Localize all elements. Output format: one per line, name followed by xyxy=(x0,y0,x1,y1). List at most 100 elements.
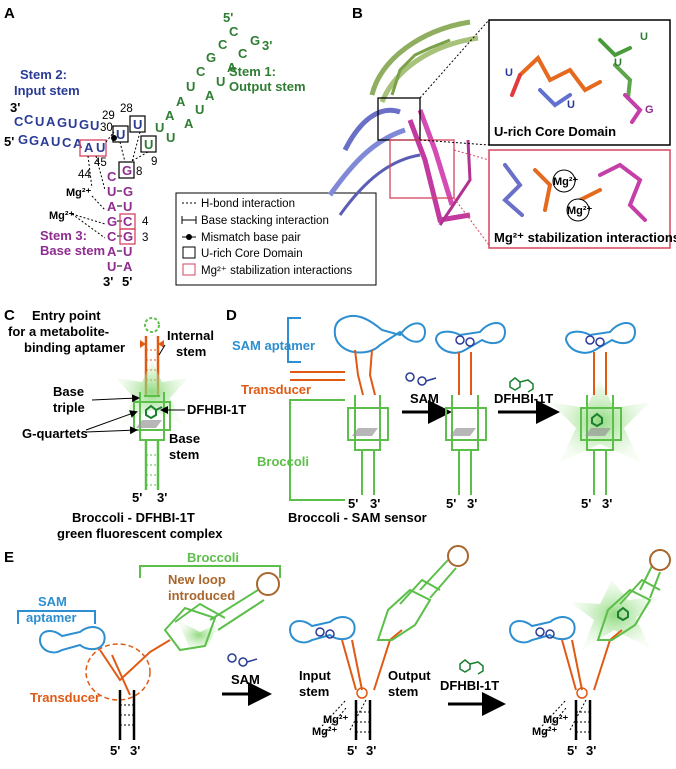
svg-text:G: G xyxy=(122,163,132,178)
stem2-3prime: 3' xyxy=(10,100,20,115)
mg-label-1: Mg²⁺ xyxy=(66,187,92,199)
num-30: 30 xyxy=(100,122,113,134)
mg-label-2: Mg²⁺ xyxy=(49,210,75,222)
zoom-line-2 xyxy=(419,139,490,146)
sensor-state-3: 5' 3' xyxy=(550,322,650,511)
svg-text:5': 5' xyxy=(581,496,591,511)
d-sam-aptamer-label: SAM aptamer xyxy=(232,338,315,353)
d-dfhbi-label: DFHBI-1T xyxy=(494,391,553,406)
svg-text:G: G xyxy=(123,229,133,244)
svg-text:5': 5' xyxy=(446,496,456,511)
svg-text:C: C xyxy=(14,114,24,129)
base-triple-pointer xyxy=(91,394,140,403)
stem1-3prime: 3' xyxy=(262,38,272,53)
c-3prime: 3' xyxy=(157,490,167,505)
sensor-state-2: 5'3' xyxy=(434,322,507,511)
d-sam-label: SAM xyxy=(410,391,439,406)
base-stem-line1: Base xyxy=(169,431,200,446)
e-transducer-label: Transducer xyxy=(30,690,100,705)
svg-text:A: A xyxy=(165,108,175,123)
e-mg-3: Mg²⁺ xyxy=(543,714,569,726)
num-44: 44 xyxy=(78,169,91,181)
c-caption-line2: green fluorescent complex xyxy=(57,526,223,541)
e-output-stem-line2: stem xyxy=(388,684,418,699)
svg-text:U: U xyxy=(35,114,44,129)
entry-point-line2: for a metabolite- xyxy=(8,324,109,339)
svg-text:G: G xyxy=(206,50,216,65)
panel-label-b: B xyxy=(352,5,363,22)
broccoli-core-c xyxy=(133,392,171,441)
e-new-loop-line2: introduced xyxy=(168,588,235,603)
stem1-5prime: 5' xyxy=(223,10,233,25)
num-45: 45 xyxy=(94,157,107,169)
svg-text:U: U xyxy=(123,244,132,259)
svg-text:U: U xyxy=(107,259,116,274)
svg-text:G: G xyxy=(57,115,67,130)
svg-text:C: C xyxy=(218,37,228,52)
entry-loop xyxy=(144,317,160,333)
svg-text:A: A xyxy=(46,114,56,129)
core-box-u9 xyxy=(140,135,157,153)
stem3-subtitle: Base stem xyxy=(40,243,105,258)
stem1-title: Stem 1: xyxy=(229,64,276,79)
svg-text:U: U xyxy=(107,184,116,199)
svg-text:A: A xyxy=(184,116,194,131)
e-broccoli-label: Broccoli xyxy=(187,550,239,565)
panel-label-d: D xyxy=(226,307,237,324)
panel-b: B xyxy=(327,5,676,249)
d-caption: Broccoli - SAM sensor xyxy=(288,510,427,525)
svg-text:U: U xyxy=(133,117,142,132)
panel-d: D SAM aptamer Transducer Broccoli 5'3' B… xyxy=(226,307,650,525)
zoom-line-3 xyxy=(453,149,490,161)
base-stem-pairs xyxy=(146,454,158,486)
hbond-lines-a xyxy=(71,131,149,239)
mg-ion-1: Mg²⁺ xyxy=(553,176,579,188)
legend-a: H-bond interaction Base stacking interac… xyxy=(175,192,377,286)
dfhbi-label-c: DFHBI-1T xyxy=(187,402,246,417)
svg-text:3': 3' xyxy=(370,496,380,511)
bracket-aptamer xyxy=(287,317,301,363)
e-input-stem-line2: stem xyxy=(299,684,329,699)
svg-text:C: C xyxy=(123,214,133,229)
core-domain-title: U-rich Core Domain xyxy=(494,124,616,139)
svg-text:U: U xyxy=(155,120,164,135)
svg-text:5': 5' xyxy=(347,743,357,758)
legend-mismatch: Mismatch base pair xyxy=(201,232,301,244)
svg-text:A: A xyxy=(205,88,215,103)
e-dfhbi-label: DFHBI-1T xyxy=(440,678,499,693)
g-quartet-pointer-2 xyxy=(85,426,138,435)
stem2-title: Stem 2: xyxy=(20,67,67,82)
g-quartet-plane xyxy=(136,420,162,428)
dfhbi-molecule-d xyxy=(509,377,534,393)
svg-text:G: G xyxy=(645,104,654,116)
svg-text:A: A xyxy=(227,60,237,75)
core-box-u29 xyxy=(129,115,146,133)
mg-stabilization-inset: Mg²⁺ Mg²⁺ Mg²⁺ stabilization interaction… xyxy=(488,149,676,249)
bracket-transducer xyxy=(290,371,345,381)
svg-text:U: U xyxy=(195,102,204,117)
svg-text:U: U xyxy=(640,31,648,43)
svg-text:U: U xyxy=(186,79,195,94)
svg-text:3': 3' xyxy=(602,496,612,511)
stem2-subtitle: Input stem xyxy=(14,83,80,98)
svg-text:C: C xyxy=(229,24,239,39)
svg-text:3': 3' xyxy=(586,743,596,758)
svg-text:C: C xyxy=(107,229,117,244)
e-bracket-broccoli xyxy=(139,565,281,578)
mg-inset-title: Mg²⁺ stabilization interactions xyxy=(494,230,676,245)
svg-text:G: G xyxy=(29,133,39,148)
svg-text:U: U xyxy=(614,57,622,69)
num-9: 9 xyxy=(151,156,157,168)
e-new-loop-line1: New loop xyxy=(168,572,226,587)
svg-text:U: U xyxy=(96,140,105,155)
bracket-broccoli xyxy=(289,399,345,501)
legend-core: U-rich Core Domain xyxy=(201,248,303,260)
mg-ion-2: Mg²⁺ xyxy=(567,205,593,217)
svg-text:5': 5' xyxy=(348,496,358,511)
stem1-sequence: CC GC GA CU UA AU AA U U xyxy=(155,24,260,145)
svg-text:U: U xyxy=(216,74,225,89)
panel-c: C Entry point for a metabolite- binding … xyxy=(4,307,246,541)
g-quartets-label: G-quartets xyxy=(22,426,88,441)
